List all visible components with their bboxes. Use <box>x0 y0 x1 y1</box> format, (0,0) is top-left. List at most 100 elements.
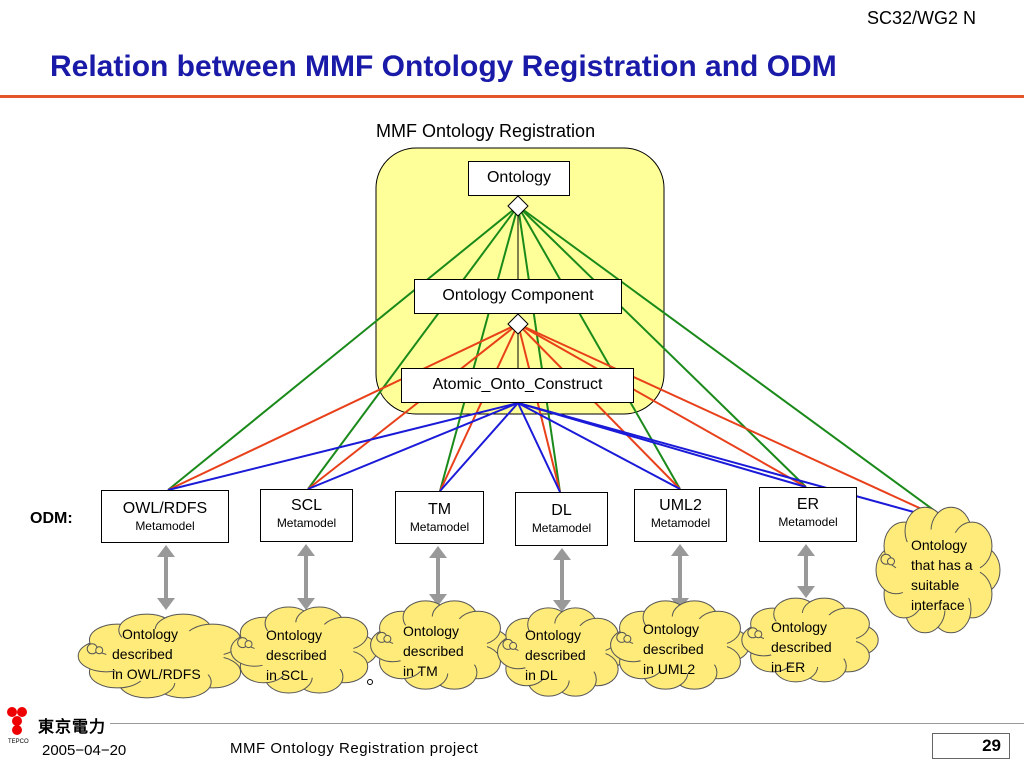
registration-label: MMF Ontology Registration <box>376 121 596 141</box>
cloud-line: interface <box>911 597 965 613</box>
atomic-link-0 <box>167 402 519 491</box>
ontology-box: Ontology <box>468 161 570 196</box>
cloud-uml2 <box>610 600 750 690</box>
cloud-line: Ontology <box>911 537 968 553</box>
cloud-scl <box>230 606 378 694</box>
document-id: SC32/WG2 N <box>866 8 976 28</box>
component-links <box>167 323 951 523</box>
component-composition-diamond <box>507 313 529 335</box>
cloud-er-text: Ontology described in ER <box>771 617 832 677</box>
company-name: 東京電力 <box>38 719 107 736</box>
ontology-link-3 <box>517 205 561 493</box>
cloud-line: Ontology <box>403 623 460 639</box>
cloud-dl-text: Ontology described in DL <box>525 625 586 685</box>
cloud-line: in DL <box>525 667 558 683</box>
ontology-component-label: Ontology Component <box>442 287 594 304</box>
metamodel-owl-rdfs: OWL/RDFS Metamodel <box>101 490 229 543</box>
slide-title: Relation between MMF Ontology Registrati… <box>50 50 837 83</box>
component-link-1 <box>307 323 519 490</box>
cloud-line: Ontology <box>266 627 323 643</box>
cloud-line: described <box>266 647 327 663</box>
metamodel-scl: SCL Metamodel <box>260 489 353 542</box>
metamodel-sub: Metamodel <box>531 521 592 535</box>
ontology-link-2 <box>439 205 519 492</box>
footer-divider <box>110 723 1024 724</box>
component-link-2 <box>439 323 519 492</box>
metamodel-name: DL <box>551 502 572 519</box>
cloud-line: Ontology <box>525 627 582 643</box>
cloud-tm-text: Ontology described in TM <box>403 621 464 681</box>
ontology-link-6 <box>517 205 951 523</box>
metamodel-er: ER Metamodel <box>759 487 857 542</box>
atomic-link-4 <box>517 402 681 490</box>
cloud-uml2-text: Ontology described in UML2 <box>643 619 704 679</box>
cloud-owl-rdfs <box>77 613 253 699</box>
mapping-arrow-4 <box>671 544 689 610</box>
mapping-arrow-0 <box>157 545 175 610</box>
component-link-5 <box>517 323 807 488</box>
cloud-line: Ontology <box>122 626 179 642</box>
metamodel-name: SCL <box>290 497 323 514</box>
metamodel-sub: Metamodel <box>135 519 195 533</box>
metamodel-name: UML2 <box>659 497 702 514</box>
metamodel-sub: Metamodel <box>650 516 711 530</box>
footer-project: MMF Ontology Registration project <box>230 740 479 757</box>
cloud-line: Ontology <box>643 621 700 637</box>
cloud-line: that has a <box>911 557 973 573</box>
ontology-clouds <box>77 506 1001 699</box>
title-divider <box>0 95 1024 98</box>
cloud-line: described <box>643 641 704 657</box>
footer-date: 2005−04−20 <box>42 742 127 759</box>
page-number: 29 <box>932 733 1010 759</box>
metamodel-dl: DL Metamodel <box>515 492 608 546</box>
mapping-arrow-2 <box>429 546 447 606</box>
component-link-6 <box>517 323 951 523</box>
ontology-link-0 <box>167 205 519 491</box>
atomic-links <box>167 402 951 523</box>
cloud-line: described <box>771 639 832 655</box>
mapping-arrow-1 <box>297 544 315 610</box>
atomic-link-6 <box>517 402 951 523</box>
mapping-arrow-3 <box>553 548 571 612</box>
company-logo-small: TEPCO <box>8 739 29 745</box>
atomic-construct-box: Atomic_Onto_Construct <box>401 368 634 403</box>
cloud-line: in TM <box>403 663 438 679</box>
ontology-label: Ontology <box>486 169 552 186</box>
metamodel-name: TM <box>427 501 452 518</box>
cloud-scl-text: Ontology described in SCL <box>266 625 327 685</box>
mapping-arrows <box>157 544 815 612</box>
atomic-link-1 <box>307 402 519 490</box>
atomic-link-2 <box>439 402 519 492</box>
cloud-interface <box>875 506 1001 634</box>
metamodel-sub: Metamodel <box>778 515 838 529</box>
metamodel-name: ER <box>796 496 820 513</box>
metamodel-sub: Metamodel <box>276 516 337 530</box>
component-link-0 <box>167 323 519 491</box>
ontology-component-box: Ontology Component <box>414 279 622 314</box>
cloud-line: in SCL <box>266 667 309 683</box>
cloud-dl <box>497 607 627 697</box>
cloud-er <box>741 597 879 683</box>
metamodel-uml2: UML2 Metamodel <box>634 489 727 542</box>
cloud-line: Ontology <box>771 619 828 635</box>
ontology-composition-diamond <box>507 195 529 217</box>
cloud-line: described <box>112 646 173 662</box>
stray-bubble <box>367 679 373 685</box>
metamodel-tm: TM Metamodel <box>395 491 484 544</box>
atomic-link-3 <box>517 402 561 493</box>
metamodel-sub: Metamodel <box>409 520 470 534</box>
metamodel-name: OWL/RDFS <box>122 500 208 517</box>
mapping-arrow-5 <box>797 544 815 598</box>
cloud-interface-text: Ontology that has a suitable interface <box>911 535 973 615</box>
ontology-link-1 <box>307 205 519 490</box>
ontology-link-5 <box>517 205 807 488</box>
cloud-line: in UML2 <box>643 661 696 677</box>
cloud-line: in ER <box>771 659 806 675</box>
cloud-line: suitable <box>911 577 960 593</box>
cloud-line: described <box>525 647 586 663</box>
cloud-owl-rdfs-text: Ontology described in OWL/RDFS <box>112 624 201 684</box>
company-logo-icon: TEPCO <box>7 707 29 745</box>
cloud-line: described <box>403 643 464 659</box>
odm-label: ODM: <box>30 510 73 527</box>
component-link-4 <box>517 323 681 490</box>
